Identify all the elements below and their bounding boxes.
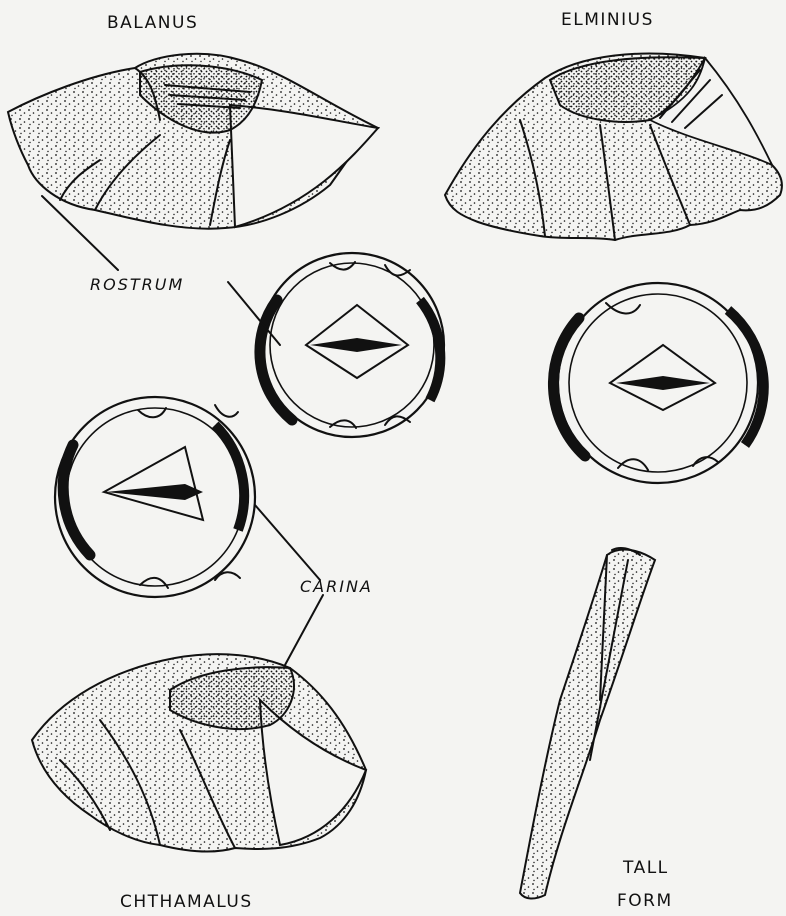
tall-form-shell xyxy=(520,548,655,899)
chthamalus-plate-diagram xyxy=(55,397,255,597)
elminius-plate-diagram xyxy=(553,283,763,483)
rostrum-label: ROSTRUM xyxy=(90,275,184,294)
balanus-plate-diagram xyxy=(260,253,444,437)
carina-label: CARINA xyxy=(300,577,373,596)
balanus-shell xyxy=(8,54,378,229)
tall-form-label-line2: FORM xyxy=(617,891,673,911)
carina-leader-diagram xyxy=(255,505,320,580)
elminius-shell xyxy=(445,54,782,240)
balanus-label: BALANUS xyxy=(107,13,198,33)
chthamalus-label: CHTHAMALUS xyxy=(120,892,253,912)
carina-leader-chthamalus xyxy=(285,595,323,665)
leader-lines xyxy=(42,196,323,665)
chthamalus-shell xyxy=(32,654,366,851)
elminius-label: ELMINIUS xyxy=(561,10,654,30)
tall-form-label-line1: TALL xyxy=(622,858,669,878)
